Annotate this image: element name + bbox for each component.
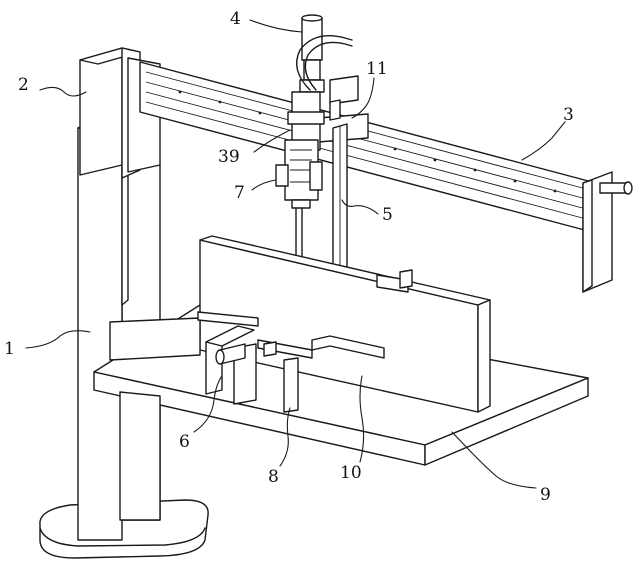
- column-top-box: [79, 47, 161, 179]
- motor: [296, 14, 353, 93]
- leader-3: [521, 121, 566, 161]
- clamp-fixture: [205, 325, 257, 405]
- leader-lines: [25, 19, 566, 489]
- vertical-slide-rail: [332, 123, 348, 273]
- callout-7: 7: [234, 183, 245, 203]
- leader-7: [251, 179, 277, 191]
- leader-11: [351, 77, 375, 119]
- beam-bolt-holes: [178, 90, 557, 193]
- locating-arm: [311, 335, 385, 359]
- leader-10: [359, 375, 365, 463]
- leader-5: [341, 199, 379, 215]
- horizontal-beam: [139, 61, 633, 293]
- leader-1: [25, 330, 91, 349]
- back-plate: [199, 235, 491, 413]
- callout-11: 11: [366, 59, 388, 79]
- tool-head: [275, 91, 325, 263]
- callout-4: 4: [230, 9, 241, 29]
- callout-9: 9: [540, 485, 551, 505]
- callout-39: 39: [218, 147, 240, 167]
- leader-6: [193, 375, 223, 433]
- callout-1: 1: [4, 339, 15, 359]
- callout-8: 8: [268, 467, 279, 487]
- callout-5: 5: [382, 205, 393, 225]
- callout-2: 2: [18, 75, 29, 95]
- gauge-fixture: [197, 311, 313, 413]
- leader-2: [39, 86, 87, 97]
- leader-39: [253, 129, 291, 153]
- callout-6: 6: [179, 432, 190, 452]
- leader-9: [451, 431, 537, 489]
- leader-4: [249, 19, 303, 33]
- callout-10: 10: [340, 463, 362, 483]
- callout-3: 3: [563, 105, 574, 125]
- leader-8: [279, 407, 291, 467]
- callout-labels: 1 2 3 4 5 6 7 8 9 10 11 39: [4, 9, 574, 505]
- left-support-block: [109, 317, 201, 361]
